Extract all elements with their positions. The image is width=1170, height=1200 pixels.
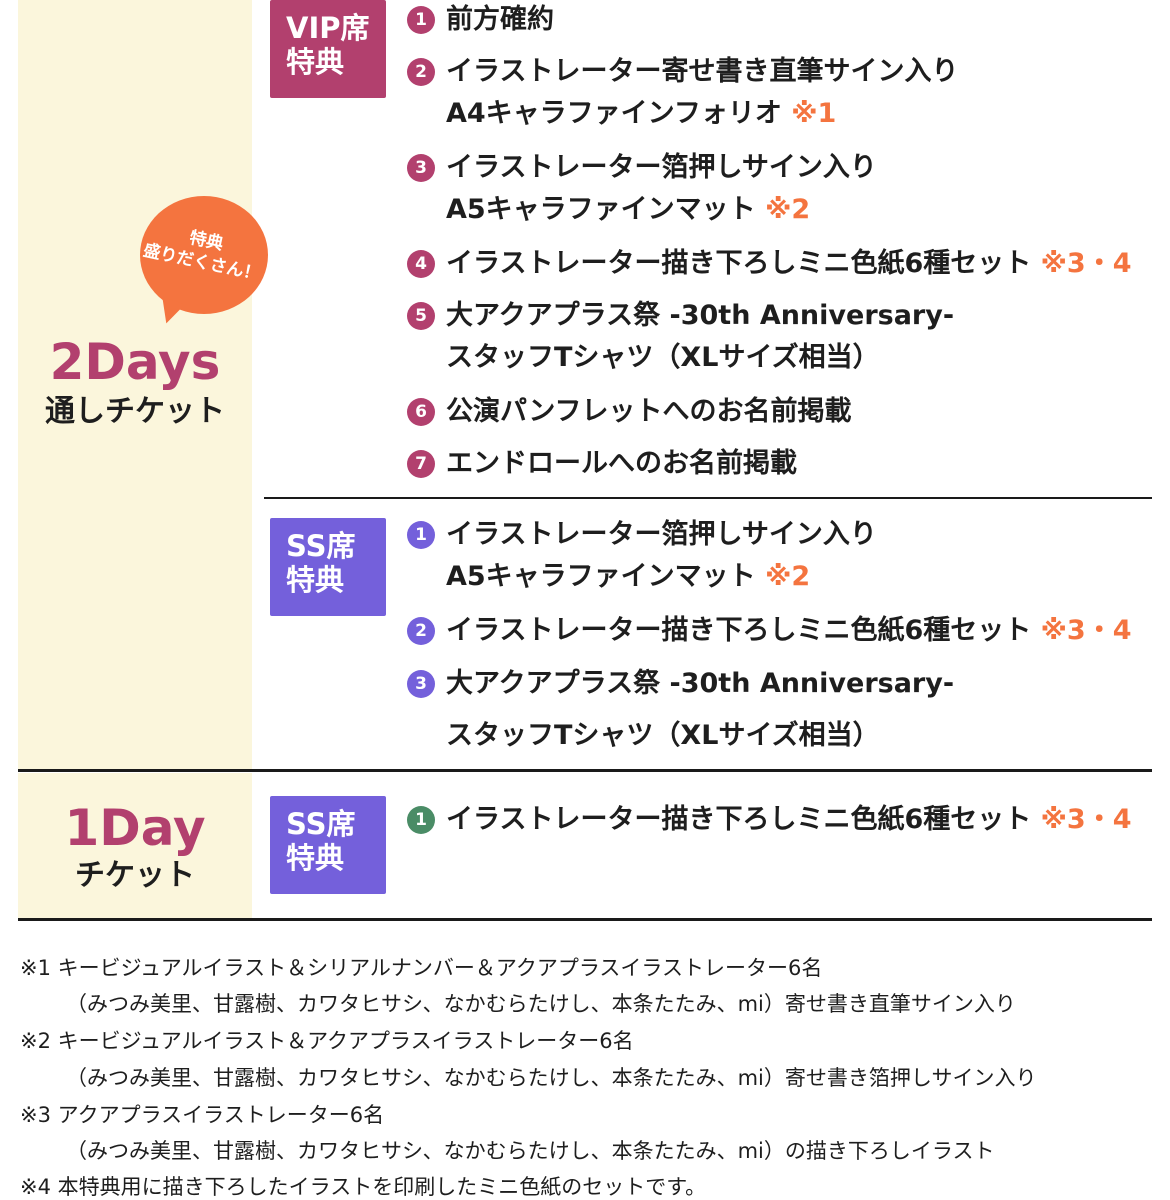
vip-item-7: エンドロールへのお名前掲載 [446,449,797,479]
vip-item-4-note: ※3・4 [1040,248,1132,279]
one-day-item-1-note: ※3・4 [1040,804,1132,835]
vip-badge: VIP席 特典 [270,0,386,98]
vip-item-5-line-1: 大アクアプラス祭 -30th Anniversary- [446,300,955,331]
vip-item-1: 前方確約 [446,5,554,35]
ss-item-2-number: 2 [407,617,435,645]
one-day-ss-badge: SS席 特典 [270,796,386,894]
footnote-1: ※1 キービジュアルイラスト＆シリアルナンバー＆アクアプラスイラストレーター6名 [20,956,823,980]
two-days-one-day-divider [18,769,1152,772]
ss-item-1-line-2: A5キャラファインマット [446,561,756,592]
vip-item-3-number: 3 [407,154,435,182]
footnote-2: ※2 キービジュアルイラスト＆アクアプラスイラストレーター6名 [20,1029,634,1053]
ss-item-2-line-1: イラストレーター描き下ろしミニ色紙6種セット [446,615,1032,646]
vip-badge-line-2: 特典 [286,45,345,79]
vip-item-3-line-1: イラストレーター箔押しサイン入り [446,152,877,183]
ss-item-1-note: ※2 [765,561,811,592]
vip-item-2-line-2: A4キャラファインフォリオ [446,98,782,129]
footnote-2-detail: （みつみ美里、甘露樹、カワタヒサシ、なかむらたけし、本条たたみ、mi）寄せ書き箔… [66,1066,1037,1090]
vip-badge-line-1: VIP席 [286,11,370,45]
ss-item-1-line-1: イラストレーター箔押しサイン入り [446,519,877,550]
one-day-badge-line-1: SS席 [286,807,356,841]
two-days-subtitle: 通しチケット [45,394,225,429]
ss-badge: SS席 特典 [270,518,386,616]
ss-item-3-number: 3 [407,670,435,698]
vip-item-2-note: ※1 [791,98,837,129]
ss-item-1: イラストレーター箔押しサイン入り A5キャラファインマット ※2 [446,520,877,592]
vip-item-1-number: 1 [407,6,435,34]
vip-ss-divider [264,497,1152,499]
one-day-badge-line-2: 特典 [286,841,345,875]
footnote-3: ※3 アクアプラスイラストレーター6名 [20,1103,385,1127]
one-day-item-1-line-1: イラストレーター描き下ろしミニ色紙6種セット [446,804,1032,835]
vip-item-6-line-1: 公演パンフレットへのお名前掲載 [446,396,852,427]
vip-item-6: 公演パンフレットへのお名前掲載 [446,397,852,427]
vip-item-4: イラストレーター描き下ろしミニ色紙6種セット ※3・4 [446,249,1131,279]
vip-item-3-note: ※2 [765,194,811,225]
footnote-3-detail: （みつみ美里、甘露樹、カワタヒサシ、なかむらたけし、本条たたみ、mi）の描き下ろ… [66,1139,995,1163]
bonus-bubble: 特典 盛りだくさん！ [140,196,268,328]
vip-item-2: イラストレーター寄せ書き直筆サイン入り A4キャラファインフォリオ ※1 [446,57,958,129]
ss-item-3-line-1: 大アクアプラス祭 -30th Anniversary- [446,668,955,699]
vip-item-3-line-2: A5キャラファインマット [446,194,756,225]
one-day-item-1-number: 1 [407,806,435,834]
ss-item-2-note: ※3・4 [1040,615,1132,646]
one-day-item-1: イラストレーター描き下ろしミニ色紙6種セット ※3・4 [446,805,1131,835]
two-days-title: 2Days [49,333,221,391]
vip-item-5-number: 5 [407,302,435,330]
vip-item-5-line-2: スタッフTシャツ（XLサイズ相当） [446,342,880,373]
table-bottom-rule [18,918,1152,921]
vip-item-1-line-1: 前方確約 [446,4,554,35]
vip-item-4-line-1: イラストレーター描き下ろしミニ色紙6種セット [446,248,1032,279]
one-day-title: 1Day [64,799,206,857]
vip-item-3: イラストレーター箔押しサイン入り A5キャラファインマット ※2 [446,153,877,225]
footnote-1-detail: （みつみ美里、甘露樹、カワタヒサシ、なかむらたけし、本条たたみ、mi）寄せ書き直… [66,992,1016,1016]
footnote-4: ※4 本特典用に描き下ろしたイラストを印刷したミニ色紙のセットです。 [20,1175,707,1199]
ss-item-3-line-2: スタッフTシャツ（XLサイズ相当） [446,720,880,751]
vip-item-5: 大アクアプラス祭 -30th Anniversary- スタッフTシャツ（XLサ… [446,301,954,373]
vip-item-7-number: 7 [407,450,435,478]
two-days-label-panel [18,0,252,770]
vip-item-7-line-1: エンドロールへのお名前掲載 [446,448,797,479]
ss-item-2: イラストレーター描き下ろしミニ色紙6種セット ※3・4 [446,616,1131,646]
vip-item-6-number: 6 [407,398,435,426]
vip-item-4-number: 4 [407,250,435,278]
ss-item-3: 大アクアプラス祭 -30th Anniversary- スタッフTシャツ（XLサ… [446,669,954,751]
ss-item-1-number: 1 [407,521,435,549]
one-day-label-panel [18,773,252,919]
one-day-subtitle: チケット [75,858,195,893]
vip-item-2-line-1: イラストレーター寄せ書き直筆サイン入り [446,56,959,87]
ss-badge-line-1: SS席 [286,529,356,563]
vip-item-2-number: 2 [407,58,435,86]
ss-badge-line-2: 特典 [286,563,345,597]
